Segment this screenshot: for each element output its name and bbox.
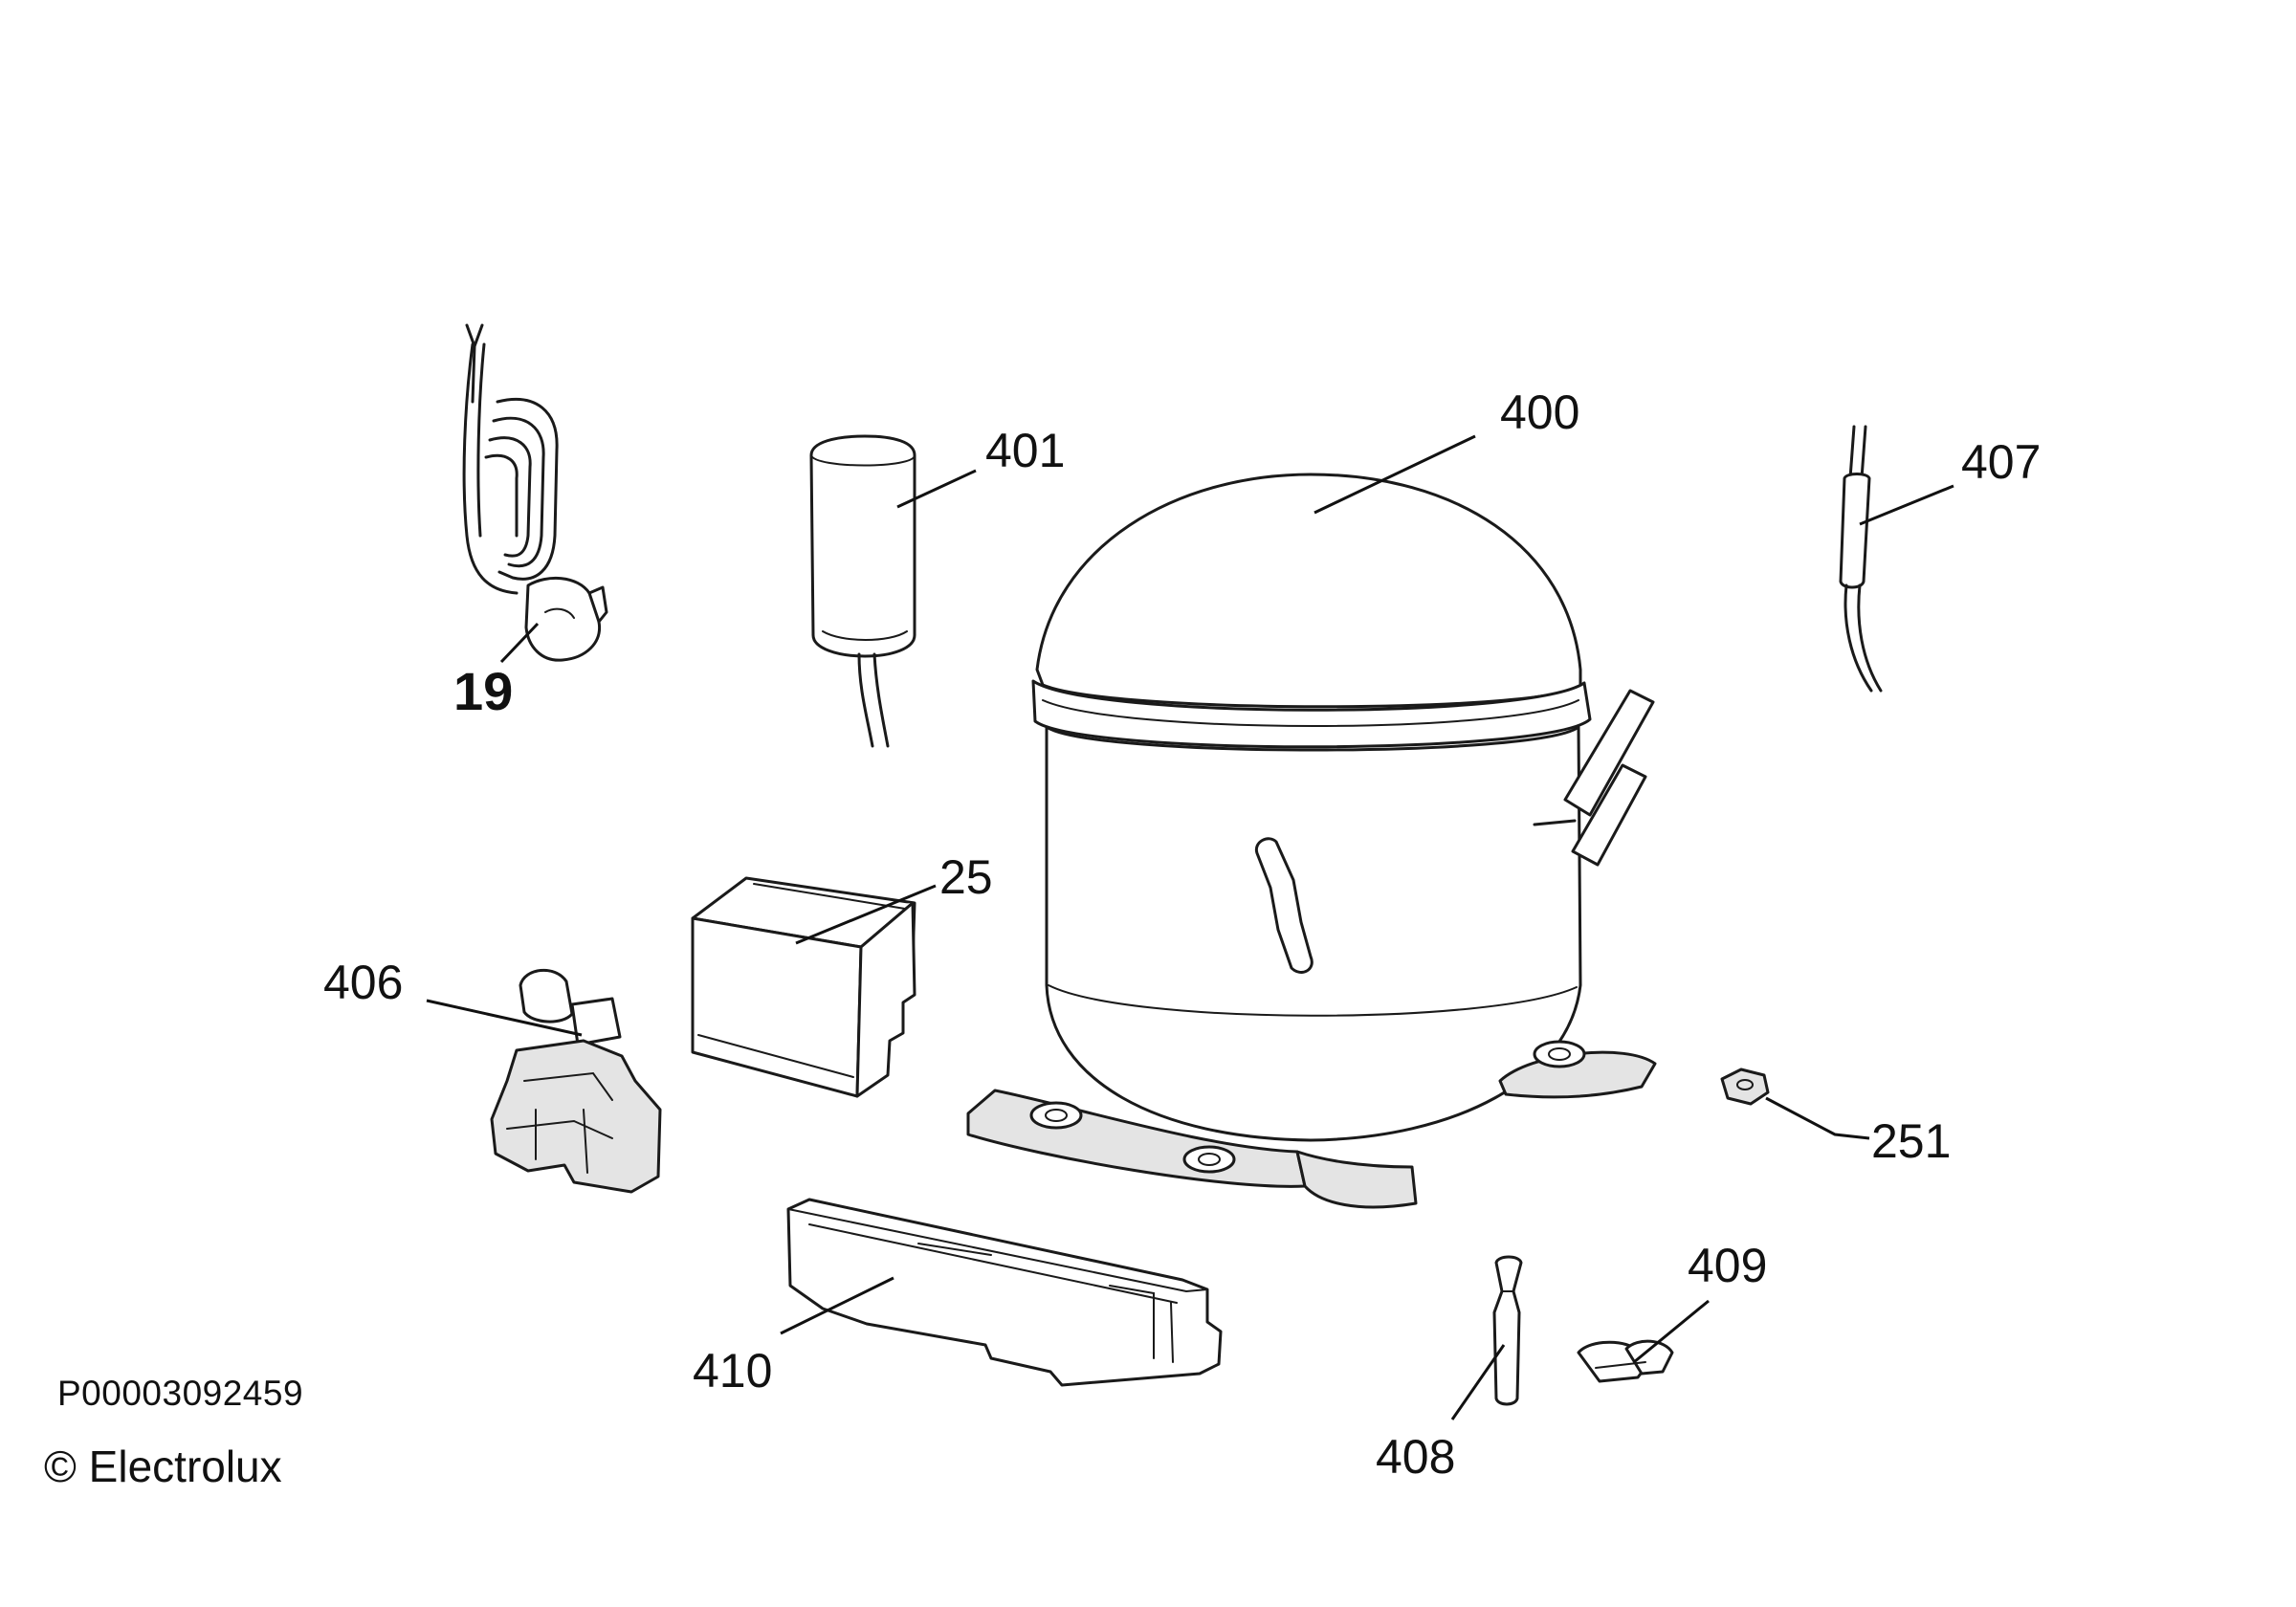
label-400: 400: [1500, 385, 1579, 439]
label-408: 408: [1376, 1430, 1455, 1484]
leader-25: [795, 884, 937, 945]
leader-409: [1633, 1299, 1710, 1364]
leader-401: [896, 469, 977, 509]
label-410: 410: [693, 1344, 772, 1398]
leader-19: [499, 622, 540, 664]
leader-408: [1450, 1344, 1506, 1420]
document-id: P00003092459: [57, 1374, 304, 1413]
clip-drawing: [1577, 1339, 1674, 1383]
copyright-notice: © Electrolux: [44, 1442, 282, 1491]
label-401: 401: [985, 424, 1065, 477]
leader-400: [1314, 434, 1476, 515]
relay-cover-drawing: [691, 876, 916, 1098]
leader-410: [780, 1276, 894, 1335]
part-labels: 19 401 400 407 25 406 251 409 410 408: [323, 385, 2041, 1484]
label-407: 407: [1961, 435, 2041, 489]
label-251: 251: [1871, 1114, 1951, 1168]
label-409: 409: [1688, 1239, 1767, 1292]
leader-251: [1765, 1096, 1870, 1140]
filter-drier-drawing: [1839, 425, 1883, 693]
label-25: 25: [939, 850, 993, 904]
leader-lines: [426, 434, 1954, 1420]
label-406: 406: [323, 956, 403, 1009]
tube-plug-drawing: [1492, 1255, 1523, 1406]
power-cord-drawing: [462, 323, 608, 662]
leader-407: [1859, 484, 1954, 526]
nut-drawing: [1720, 1068, 1770, 1106]
leader-406: [426, 999, 583, 1037]
terminal-cover-drawing: [786, 1198, 1223, 1387]
start-relay-drawing: [490, 968, 662, 1194]
compressor-drawing: [966, 473, 1657, 1209]
capacitor-drawing: [809, 434, 916, 748]
label-19: 19: [453, 661, 513, 721]
